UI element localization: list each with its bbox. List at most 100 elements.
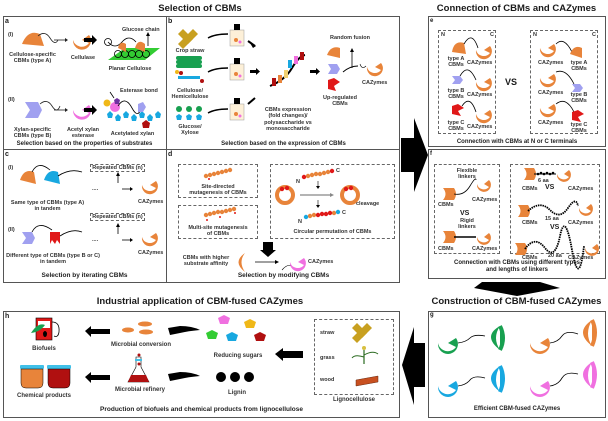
vs-label-f-1: VS bbox=[460, 210, 470, 217]
fused-cazyme-green bbox=[437, 325, 505, 354]
cbms-label-6aa: CBMs bbox=[522, 186, 538, 192]
panel-a-caption: Selection based on the properties of sub… bbox=[16, 141, 153, 147]
cellulose-icon bbox=[176, 56, 202, 68]
same-type-label: Same type of CBMs (type A) in tandem bbox=[10, 200, 85, 213]
type-b-cbms-right: type B CBMs bbox=[570, 92, 588, 105]
cazymes-label-6aa: CAZymes bbox=[568, 186, 594, 192]
linker bbox=[37, 33, 59, 43]
panel-c-row2-label: (II) bbox=[8, 227, 15, 233]
chemical-jar-red-icon bbox=[47, 365, 71, 389]
cazymes-left-3: CAZymes bbox=[467, 124, 493, 130]
type-b-cbms-left: type B CBMs bbox=[447, 88, 465, 101]
repeated-cbms-label-2: Repeated CBMs (n) bbox=[92, 214, 143, 220]
grass-label: grass bbox=[320, 355, 335, 361]
circular-permutation-box bbox=[270, 164, 395, 239]
acetyl-xylan-esterase-label: Acetyl xylan esterase bbox=[66, 127, 100, 140]
panel-a-label: a bbox=[5, 18, 9, 25]
circular-cbm-left bbox=[275, 185, 295, 205]
dots-2: .... bbox=[92, 237, 99, 243]
fused-cazyme-magenta bbox=[529, 361, 597, 397]
cazymes-label-15aa: CAZymes bbox=[568, 220, 594, 226]
type-c-cbms-right: type C CBMs bbox=[570, 122, 588, 135]
type-a-cbms-left: type A CBMs bbox=[447, 56, 465, 69]
panel-h-label: h bbox=[5, 313, 10, 320]
site-directed-box bbox=[178, 164, 258, 198]
fused-cazyme-blue bbox=[437, 365, 505, 397]
panel-b-label: b bbox=[168, 18, 173, 25]
panel-f-box bbox=[428, 149, 606, 279]
section-title-construction: Construction of CBM-fused CAZymes bbox=[431, 296, 602, 307]
arrow-down-big bbox=[474, 282, 560, 296]
aa20-label: 20 aa bbox=[548, 253, 562, 259]
multi-site-label: Multi-site mutagenesis of CBMs bbox=[188, 225, 248, 238]
cbm-type-b-label: Xylan-specific CBMs (type B) bbox=[13, 127, 52, 140]
reducing-sugars-label: Reducing sugars bbox=[213, 353, 263, 359]
site-directed-label: Site-directed mutagenesis of CBMs bbox=[189, 184, 247, 197]
dots-1: .... bbox=[92, 186, 99, 192]
n-terminal-box bbox=[438, 30, 496, 134]
c-terminal-label-1: C bbox=[336, 168, 340, 174]
type-a-cbms-right: type A CBMs bbox=[570, 60, 588, 73]
glucose-chain-label: Glucose chain bbox=[122, 27, 160, 33]
glucose-xylose-icon bbox=[176, 106, 202, 120]
panel-a-row1-label: (I) bbox=[8, 32, 14, 38]
upregulated-cbms-label: Up-regulated CBMs bbox=[323, 95, 357, 108]
vs-label-f-2: VS bbox=[545, 184, 555, 191]
divider-horizontal bbox=[3, 149, 400, 150]
microbe-cluster-icon bbox=[122, 321, 153, 335]
panel-g-label: g bbox=[430, 312, 434, 318]
panel-b-cazymes-label: CAZymes bbox=[362, 80, 388, 86]
linker-type-box bbox=[434, 164, 500, 254]
cellulase-label: Cellulase bbox=[70, 55, 96, 61]
cazymes-label-rigid: CAZymes bbox=[472, 246, 498, 252]
cleavage-label: cleavage bbox=[356, 201, 380, 207]
repeated-cbms-box-1 bbox=[90, 164, 145, 172]
cazymes-label-flex: CAZymes bbox=[472, 197, 498, 203]
culture-flask-icons bbox=[229, 24, 245, 121]
different-type-label: Different type of CBMs (type B or C) in … bbox=[6, 253, 100, 266]
panel-h-caption: Production of biofuels and chemical prod… bbox=[100, 406, 303, 413]
cazymes-left-1: CAZymes bbox=[467, 60, 493, 66]
crop-straw-label: Crop straw bbox=[175, 48, 205, 54]
lignocellulose-label: Lignocellulose bbox=[332, 397, 375, 403]
cazymes-right-3: CAZymes bbox=[538, 120, 564, 126]
panel-c-row1-label: (I) bbox=[8, 165, 14, 171]
planar-cellulose-label: Planar Cellulose bbox=[108, 66, 152, 72]
repeated-cbms-label-1: Repeated CBMs (n) bbox=[92, 165, 143, 171]
type-c-cbms-left: type C CBMs bbox=[447, 120, 465, 133]
crop-straw-icon bbox=[178, 29, 198, 49]
grass-icon bbox=[351, 346, 379, 364]
lignin-label: Lignin bbox=[228, 390, 246, 396]
panel-d-caption: Selection by modifying CBMs bbox=[237, 272, 330, 279]
vs-label-e: VS bbox=[505, 77, 518, 87]
n-terminal-label-2: N bbox=[298, 219, 302, 225]
multi-site-box bbox=[178, 205, 258, 239]
panel-c-caption: Selection by iterating CBMs bbox=[41, 272, 128, 279]
arrow-left-big bbox=[402, 327, 425, 405]
panel-f-label: f bbox=[430, 151, 432, 157]
panel-g-box bbox=[428, 311, 606, 418]
panel-g-caption: Efficient CBM-fused CAZymes bbox=[473, 406, 561, 412]
chemical-jar-orange-icon bbox=[20, 365, 44, 389]
esterase-bond-label: Esterase bond bbox=[120, 88, 158, 94]
cazymes-right-1: CAZymes bbox=[538, 60, 564, 66]
cbms-label-20aa: CBMs bbox=[522, 255, 538, 261]
cbms-label-flex: CBMs bbox=[438, 202, 454, 208]
c-right-label: C bbox=[592, 32, 596, 38]
microbial-refinery-label: Microbial refinery bbox=[114, 387, 165, 393]
higher-affinity-label: CBMs with higher substrate affinity bbox=[182, 255, 230, 268]
n-left-label: N bbox=[441, 32, 445, 38]
section-title-connection: Connection of CBMs and CAZymes bbox=[436, 3, 597, 14]
panel-c-cazymes-2: CAZymes bbox=[138, 250, 164, 256]
cellulose-hemicellulose-label: Cellulose/ Hemicellulose bbox=[171, 88, 209, 101]
chemical-products-label: Chemical products bbox=[16, 393, 71, 399]
panel-c-label: c bbox=[5, 151, 9, 158]
wood-label: wood bbox=[320, 377, 335, 383]
cazyme-shape bbox=[366, 63, 383, 77]
panel-e-label: e bbox=[430, 18, 434, 24]
